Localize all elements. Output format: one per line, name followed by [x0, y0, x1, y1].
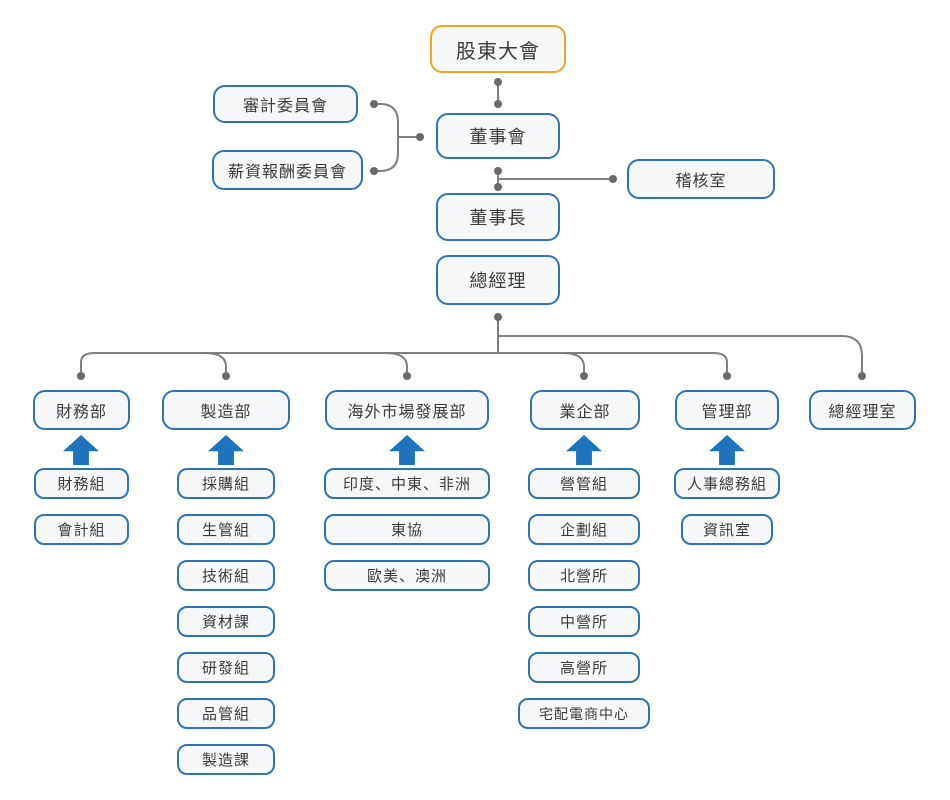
unit-node: 歐美、澳洲	[324, 560, 490, 591]
unit-node: 營管組	[528, 468, 640, 499]
unit-node: 生管組	[177, 514, 275, 545]
node-audit-office: 稽核室	[627, 159, 775, 199]
unit-node: 印度、中東、非洲	[324, 468, 490, 499]
unit-node: 技術組	[177, 560, 275, 591]
unit-node: 東協	[324, 514, 490, 545]
node-audit-committee: 審計委員會	[213, 85, 358, 123]
unit-node: 品管組	[177, 698, 275, 729]
node-dept-administration: 管理部	[675, 390, 779, 430]
unit-node: 研發組	[177, 652, 275, 683]
node-compensation-committee: 薪資報酬委員會	[212, 150, 363, 190]
unit-node: 會計組	[34, 514, 129, 545]
node-dept-overseas-market: 海外市場發展部	[325, 390, 489, 430]
node-dept-business-planning: 業企部	[530, 390, 640, 430]
node-dept-manufacturing: 製造部	[162, 390, 290, 430]
node-dept-gm-office: 總經理室	[809, 390, 916, 430]
unit-node: 資訊室	[681, 514, 773, 545]
unit-node: 宅配電商中心	[518, 698, 650, 729]
unit-node: 財務組	[34, 468, 129, 499]
node-shareholders-meeting: 股東大會	[430, 25, 566, 73]
unit-node: 企劃組	[528, 514, 640, 545]
node-board-of-directors: 董事會	[436, 113, 560, 159]
unit-node: 人事總務組	[674, 468, 780, 499]
unit-node: 採購組	[177, 468, 275, 499]
node-dept-finance: 財務部	[33, 390, 130, 430]
unit-node: 北營所	[528, 560, 640, 591]
node-chairman: 董事長	[436, 193, 560, 241]
unit-node: 資材課	[177, 606, 275, 637]
unit-node: 高營所	[528, 652, 640, 683]
unit-node: 製造課	[177, 744, 275, 775]
node-general-manager: 總經理	[436, 255, 560, 305]
unit-node: 中營所	[528, 606, 640, 637]
